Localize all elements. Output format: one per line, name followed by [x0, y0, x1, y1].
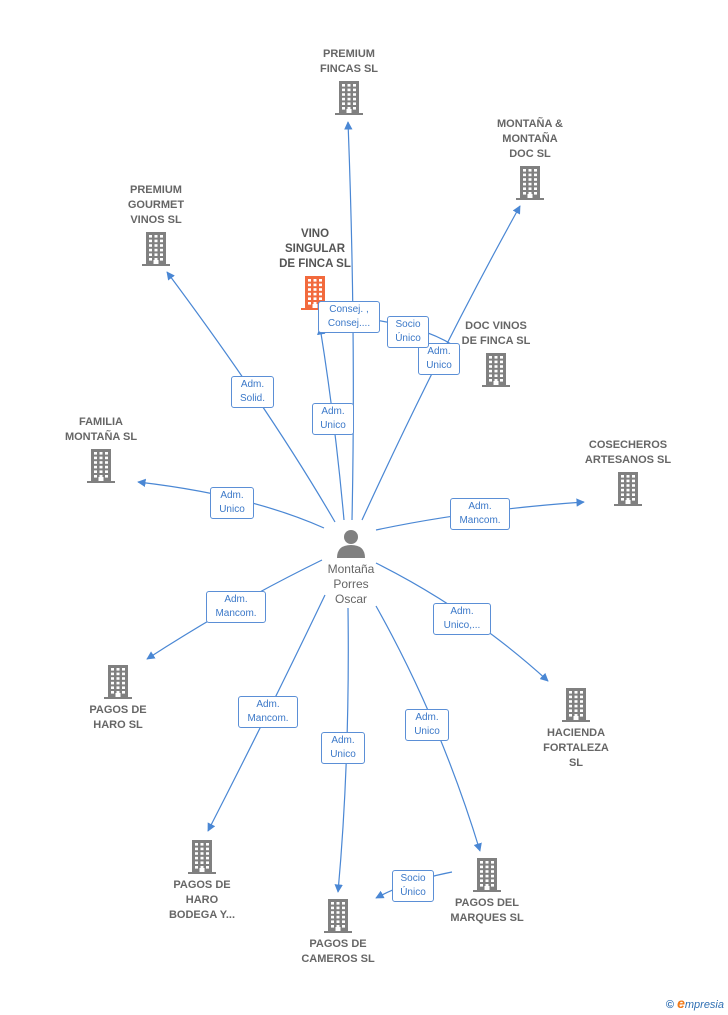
building-icon — [511, 688, 641, 722]
company-node[interactable]: HACIENDA FORTALEZA SL — [511, 688, 641, 771]
company-label: PREMIUM GOURMET VINOS SL — [127, 184, 185, 226]
company-node[interactable]: COSECHEROS ARTESANOS SL — [563, 438, 693, 506]
relation-badge[interactable]: Adm. Unico — [210, 487, 254, 519]
relation-badge[interactable]: Socio Único — [392, 870, 434, 902]
company-node[interactable]: DOC VINOS DE FINCA SL — [431, 319, 561, 387]
company-label: VINO SINGULAR DE FINCA SL — [279, 228, 351, 270]
company-label: PAGOS DE CAMEROS SL — [301, 938, 375, 965]
relation-badge[interactable]: Adm. Unico — [321, 732, 365, 764]
relation-badge[interactable]: Adm. Unico — [312, 403, 354, 435]
relation-badge[interactable]: Adm. Mancom. — [238, 696, 298, 728]
person-label: Montaña Porres Oscar — [327, 562, 375, 606]
company-node[interactable]: PAGOS DE HARO SL — [53, 665, 183, 733]
building-icon — [465, 166, 595, 200]
company-label: COSECHEROS ARTESANOS SL — [584, 439, 672, 466]
relation-badge[interactable]: Adm. Unico — [418, 343, 460, 375]
building-icon — [273, 899, 403, 933]
company-label: DOC VINOS DE FINCA SL — [461, 320, 531, 347]
company-node[interactable]: PAGOS DE HARO BODEGA Y... — [137, 840, 267, 923]
company-label: PREMIUM FINCAS SL — [319, 48, 379, 75]
company-label: FAMILIA MONTAÑA SL — [64, 416, 138, 443]
company-node[interactable]: FAMILIA MONTAÑA SL — [36, 415, 166, 483]
company-node-highlighted[interactable]: VINO SINGULAR DE FINCA SL — [250, 227, 380, 310]
company-node[interactable]: PAGOS DE CAMEROS SL — [273, 899, 403, 967]
building-icon — [36, 449, 166, 483]
building-icon — [137, 840, 267, 874]
person-icon — [286, 528, 416, 558]
relation-badge[interactable]: Adm. Mancom. — [206, 591, 266, 623]
brand-footer[interactable]: © empresia — [666, 995, 724, 1011]
copyright-symbol: © — [665, 999, 675, 1011]
building-icon — [431, 353, 561, 387]
company-node[interactable]: PAGOS DEL MARQUES SL — [422, 858, 552, 926]
relation-badge[interactable]: Consej. , Consej.... — [318, 301, 380, 333]
company-node[interactable]: PREMIUM GOURMET VINOS SL — [91, 183, 221, 266]
company-label: PAGOS DE HARO SL — [89, 704, 147, 731]
company-label: MONTAÑA & MONTAÑA DOC SL — [497, 118, 563, 160]
company-label: PAGOS DEL MARQUES SL — [450, 897, 524, 924]
company-label: PAGOS DE HARO BODEGA Y... — [168, 879, 236, 921]
company-node[interactable]: MONTAÑA & MONTAÑA DOC SL — [465, 117, 595, 200]
company-label: HACIENDA FORTALEZA SL — [543, 727, 609, 769]
building-icon — [563, 472, 693, 506]
relation-badge[interactable]: Adm. Mancom. — [450, 498, 510, 530]
person-node[interactable]: Montaña Porres Oscar — [286, 528, 416, 607]
building-icon — [91, 232, 221, 266]
brand-initial: e — [677, 995, 685, 1011]
building-icon — [284, 81, 414, 115]
company-node[interactable]: PREMIUM FINCAS SL — [284, 47, 414, 115]
building-icon — [250, 276, 380, 310]
relation-badge[interactable]: Adm. Unico — [405, 709, 449, 741]
brand-name: mpresia — [684, 999, 724, 1011]
building-icon — [422, 858, 552, 892]
building-icon — [53, 665, 183, 699]
relation-badge[interactable]: Socio Único — [387, 316, 429, 348]
relation-badge[interactable]: Adm. Unico,... — [433, 603, 491, 635]
relation-badge[interactable]: Adm. Solid. — [231, 376, 274, 408]
